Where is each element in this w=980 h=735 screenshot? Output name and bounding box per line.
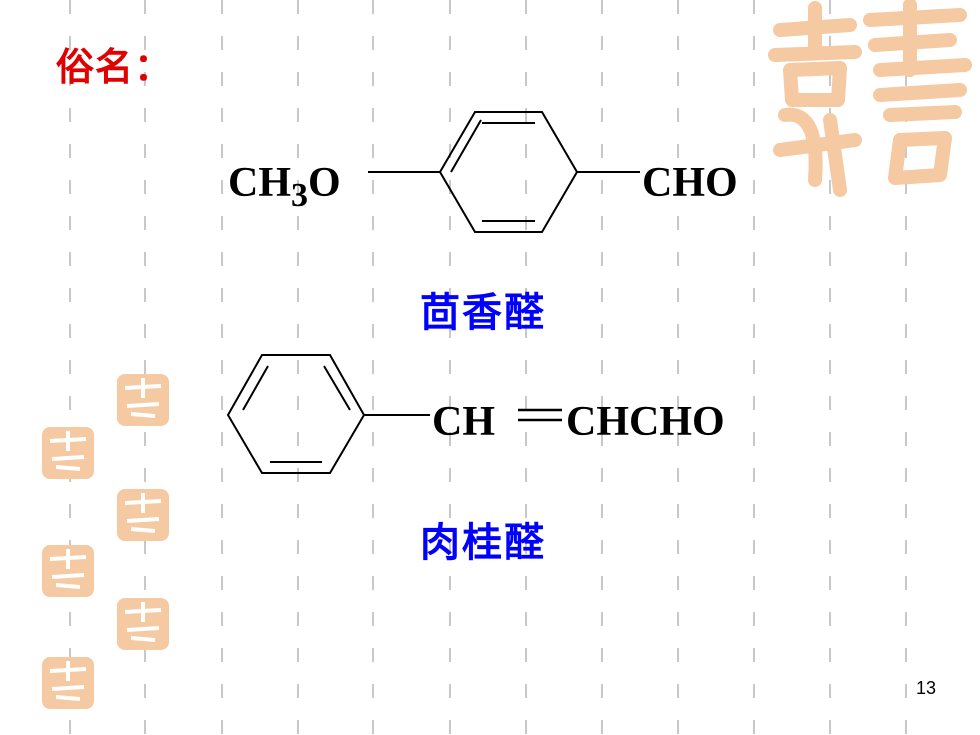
compound2-chain-chcho: CHCHO [566, 399, 725, 445]
compound1-common-name: 茴香醛 [420, 290, 546, 336]
small-seal-2 [42, 427, 94, 479]
small-seal-6 [42, 657, 94, 709]
compound1-structure: CH3O CHO [228, 111, 738, 233]
compound2-structure: CH CHCHO [226, 354, 725, 474]
compound1-substituent: CH3O [228, 160, 341, 214]
small-seal-1 [117, 374, 169, 426]
compound2-common-name: 肉桂醛 [420, 520, 546, 566]
compound2-chain-ch: CH [432, 399, 495, 445]
large-seal-decoration [768, 0, 972, 197]
compound1-group: CHO [642, 160, 738, 206]
small-seal-5 [117, 598, 169, 650]
benzene-ring-2 [226, 354, 366, 474]
page-number: 13 [916, 678, 937, 698]
slide-heading: 俗名： [56, 45, 174, 89]
small-seal-4 [42, 545, 94, 597]
benzene-ring-1 [438, 111, 579, 233]
small-seal-3 [117, 489, 169, 541]
